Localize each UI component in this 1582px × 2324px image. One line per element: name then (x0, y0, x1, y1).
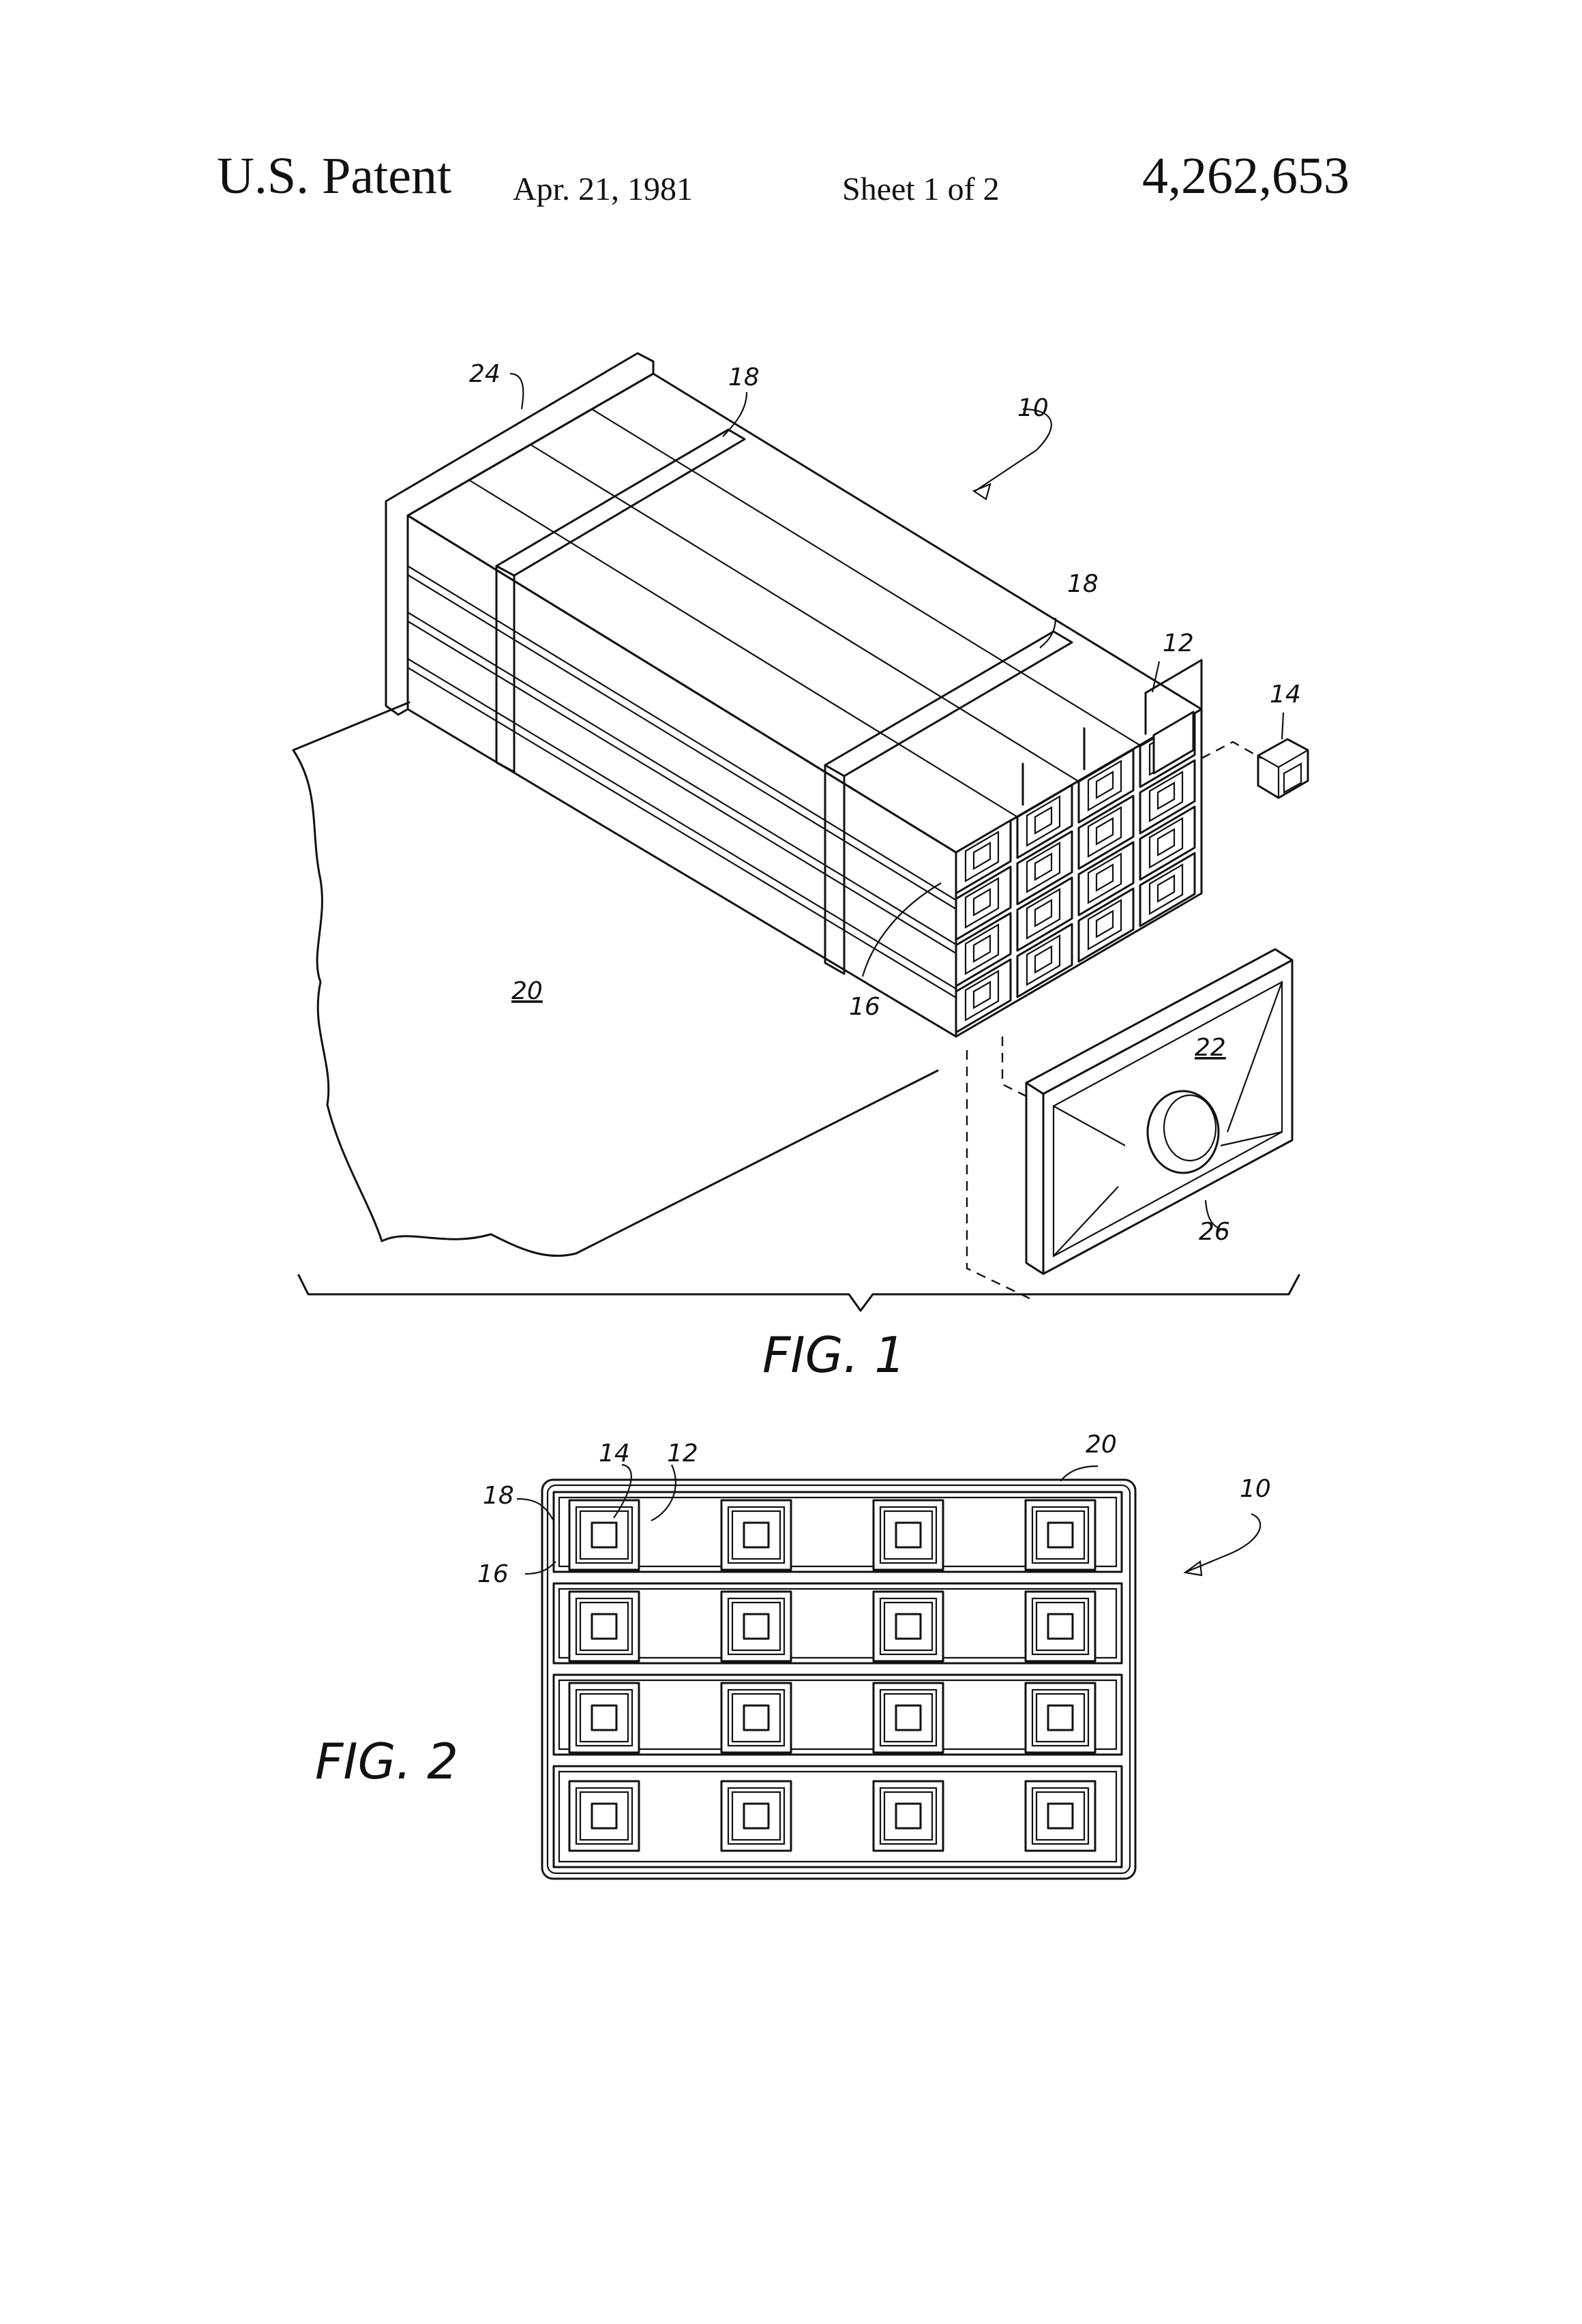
fig2-ref-12: 12 (667, 1440, 698, 1468)
figure-1-brace (299, 1275, 1299, 1311)
figure-1-caption: FIG. 1 (762, 1326, 906, 1384)
fig2-ref-20: 20 (1086, 1431, 1117, 1459)
ref-20: 20 (511, 977, 543, 1005)
figure-2-caption: FIG. 2 (315, 1733, 458, 1790)
ref-26: 26 (1199, 1218, 1230, 1246)
fig2-ref-18: 18 (483, 1482, 514, 1510)
fig2-ref-10: 10 (1240, 1475, 1271, 1503)
end-frame (386, 353, 653, 715)
tube-ends (956, 660, 1202, 1032)
insert-leader (1202, 742, 1262, 758)
ref-18-top: 18 (728, 363, 760, 391)
figure-2: 14 12 20 10 18 16 FIG. 2 (315, 1431, 1271, 1879)
insert-block (1258, 739, 1308, 798)
ref-16: 16 (849, 993, 880, 1021)
ref-10: 10 (1017, 394, 1049, 422)
figure-1: 24 18 10 18 12 14 16 20 22 26 FIG. 1 (293, 353, 1308, 1384)
ref-24: 24 (469, 360, 501, 388)
end-cap (1026, 949, 1292, 1274)
fig2-ref-16: 16 (477, 1560, 509, 1588)
cap-projection-lines (967, 1037, 1031, 1299)
fig2-ref-14: 14 (599, 1440, 630, 1468)
ref-18-bottom: 18 (1067, 570, 1099, 598)
ref-14: 14 (1270, 681, 1301, 709)
ref-22: 22 (1195, 1034, 1226, 1062)
ref-12: 12 (1163, 629, 1194, 657)
base-sheet (293, 702, 938, 1256)
